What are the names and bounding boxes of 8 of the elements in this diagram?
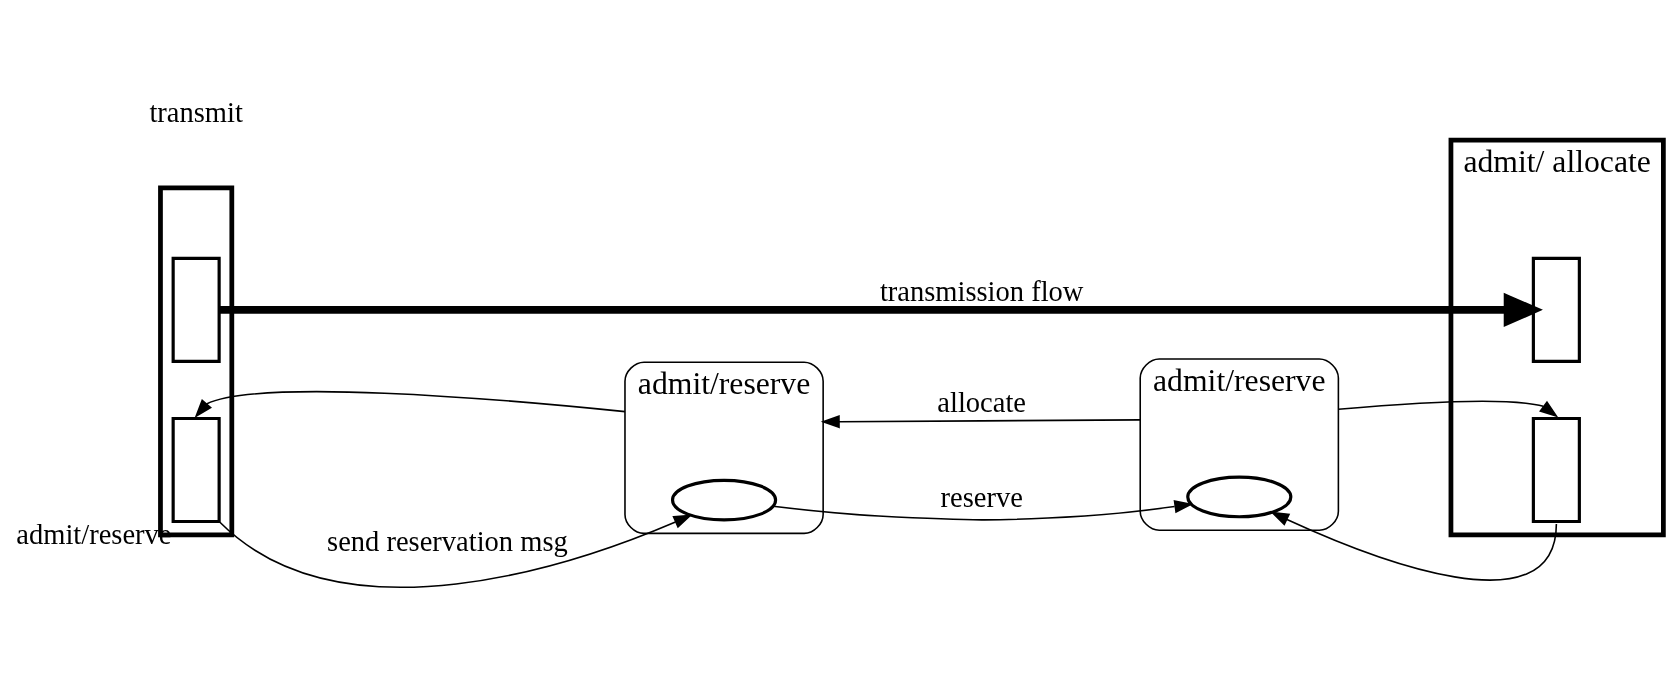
node-label: admit/reserve bbox=[637, 365, 811, 401]
node-label: admit/reserve bbox=[1153, 362, 1326, 398]
node-label: admit/ allocate bbox=[1463, 143, 1651, 179]
edge-label: transmission flow bbox=[879, 276, 1084, 307]
edge-label: allocate bbox=[937, 386, 1027, 418]
edge-label: reserve bbox=[940, 482, 1023, 514]
label: transmit bbox=[149, 96, 243, 128]
edge-label: send reservation msg bbox=[327, 526, 568, 558]
